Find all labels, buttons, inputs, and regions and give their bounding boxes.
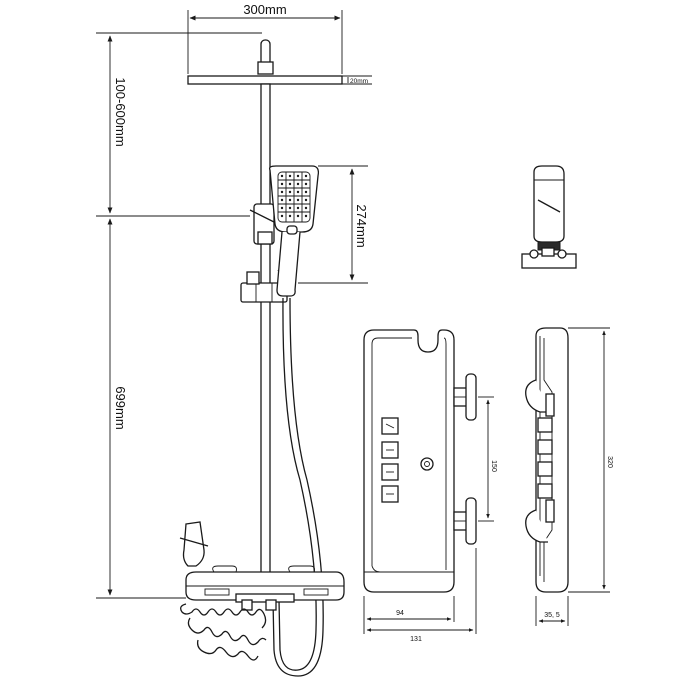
panel-side-view xyxy=(525,327,569,593)
temperature-knob xyxy=(420,457,434,471)
bidet-sprayer xyxy=(179,521,209,567)
rain-showerhead xyxy=(187,75,343,85)
label-94: 94 xyxy=(396,610,404,617)
dimension-handshower-length: 274mm xyxy=(298,165,369,284)
label-100-600mm: 100-600mm xyxy=(113,77,128,146)
label-35-5: 35, 5 xyxy=(544,612,560,619)
dimension-panel-width: 94 131 xyxy=(363,548,477,643)
dimension-panel-depth: 35, 5 xyxy=(535,596,569,626)
dimension-height-adjust: 100-600mm xyxy=(96,32,262,217)
label-150: 150 xyxy=(490,460,497,472)
shower-hose xyxy=(272,297,324,677)
label-320: 320 xyxy=(606,456,613,468)
riser-pipe xyxy=(260,83,271,595)
dimension-plate-thickness: 20mm xyxy=(342,75,372,85)
label-274mm: 274mm xyxy=(354,204,369,247)
panel-front-view xyxy=(363,329,455,593)
coiled-hose xyxy=(180,603,267,661)
shelf-mixer xyxy=(185,565,345,611)
panel-wall-connectors xyxy=(453,373,477,545)
label-20mm: 20mm xyxy=(350,78,368,85)
label-300mm: 300mm xyxy=(243,2,286,17)
valve-side-detail xyxy=(521,165,577,269)
hand-shower xyxy=(268,165,320,297)
dimension-mount-spacing: 150 xyxy=(478,396,497,522)
label-131: 131 xyxy=(410,636,422,643)
dimension-panel-height: 320 xyxy=(568,327,613,593)
label-699mm: 699mm xyxy=(113,386,128,429)
dimension-rail-height: 699mm xyxy=(96,218,186,599)
dimension-showerhead-width: 300mm xyxy=(187,2,343,74)
shower-column xyxy=(187,39,343,595)
